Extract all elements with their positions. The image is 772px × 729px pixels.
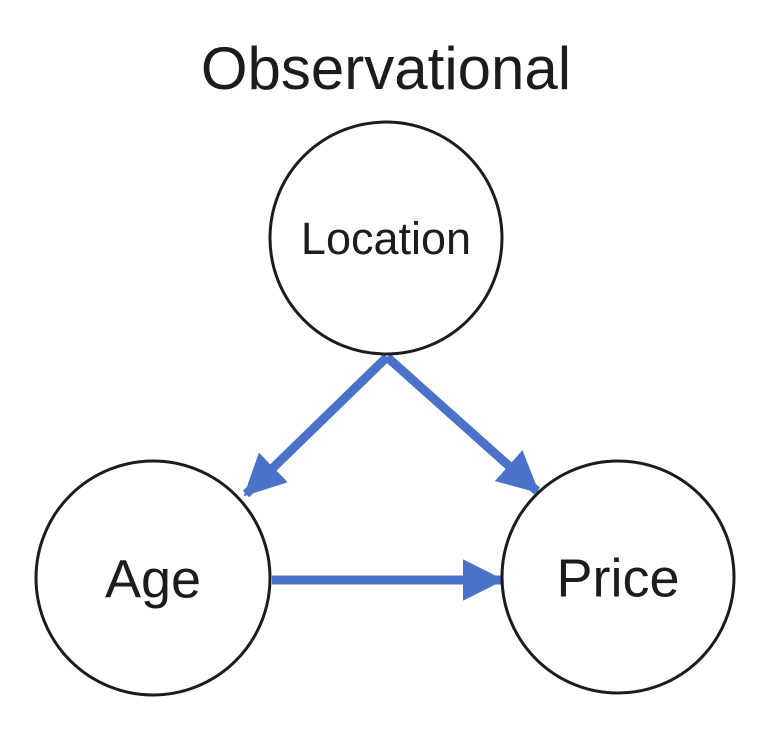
node-label-price: Price <box>556 548 679 608</box>
node-circle-price <box>500 459 736 695</box>
diagram-title: Observational <box>200 35 572 102</box>
node-circle-age <box>34 459 272 697</box>
node-label-location: Location <box>301 213 471 264</box>
edge-location-price <box>384 353 540 495</box>
node-location: Location <box>268 120 504 356</box>
node-price: Price <box>500 459 736 695</box>
node-label-age: Age <box>105 549 201 609</box>
node-age: Age <box>34 459 272 697</box>
edge-location-age <box>242 353 391 498</box>
node-circle-location <box>268 120 504 356</box>
